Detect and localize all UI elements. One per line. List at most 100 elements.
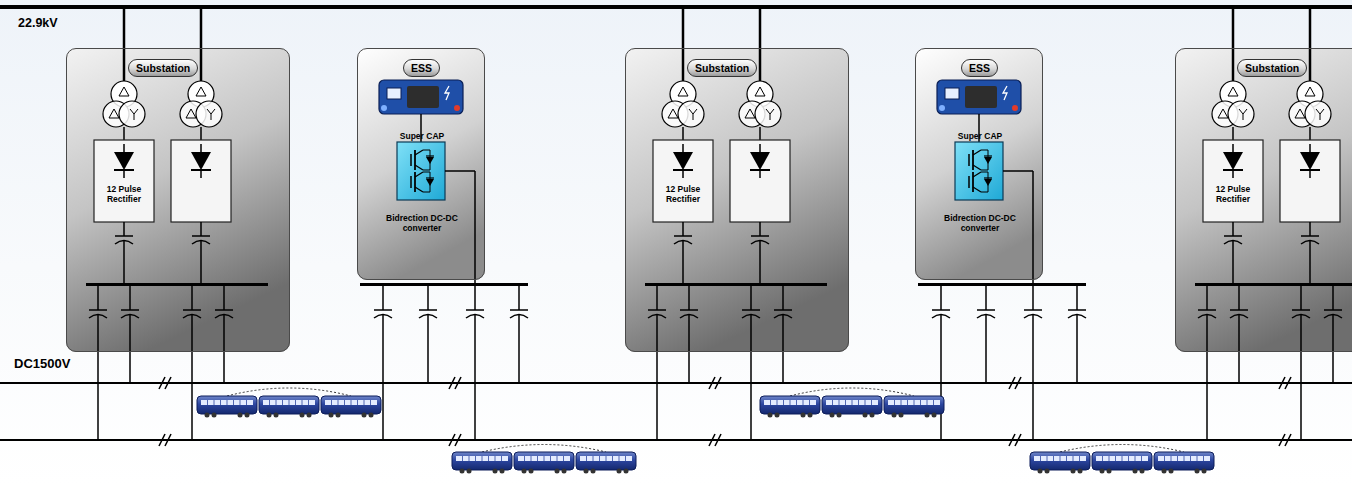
wire [656, 315, 658, 440]
igbt-lead [423, 192, 430, 193]
wire [1206, 285, 1208, 310]
device-caption: Super CAP [938, 131, 1022, 141]
capacitor-plate [466, 309, 484, 311]
wire [382, 285, 384, 310]
window-frame [809, 400, 810, 405]
wire [1076, 285, 1078, 310]
section-break [1285, 434, 1291, 446]
igbt-gate [972, 172, 974, 192]
section-break [1015, 377, 1021, 389]
igbt-lead [988, 172, 989, 192]
window-frame [832, 400, 833, 405]
wheel [205, 413, 210, 418]
wheel [267, 413, 272, 418]
wire [123, 241, 125, 285]
feeder [1309, 9, 1312, 81]
wire [474, 315, 476, 440]
rectifier-box [94, 140, 154, 222]
capacitor-plate [932, 309, 950, 311]
section-break [1285, 377, 1291, 389]
train-car [452, 452, 512, 470]
window-frame [586, 456, 587, 461]
igbt-lead [981, 150, 988, 151]
wheel [617, 469, 622, 474]
dc-bus-bar [86, 283, 268, 286]
substation-box: Substation [1175, 48, 1352, 352]
wheel [775, 413, 780, 418]
substation-ground [625, 48, 849, 352]
wire [750, 285, 752, 310]
substation-ground [1175, 48, 1352, 352]
wheel [1078, 469, 1083, 474]
diode-symbol [1223, 152, 1243, 170]
title-pill: Substation [1237, 59, 1307, 77]
window-frame [1128, 456, 1129, 461]
wheel [591, 469, 596, 474]
wire [1232, 170, 1234, 178]
section-break [709, 434, 715, 446]
window-frame [233, 400, 234, 405]
feeder [200, 9, 203, 81]
dc-rail [0, 439, 1352, 441]
igbt-lead [415, 150, 423, 155]
rectifier-label: 12 Pulse Rectifier [1203, 184, 1263, 204]
wye-winding [130, 109, 138, 120]
wire [129, 285, 131, 310]
ess-ground [357, 48, 485, 280]
window-frame [214, 400, 215, 405]
wire [682, 170, 684, 178]
capacitor-plate [374, 309, 392, 311]
ac-bus [0, 5, 1352, 9]
capacitor-plate [751, 235, 769, 237]
wire [1232, 241, 1234, 285]
wire [123, 127, 125, 140]
wire [1232, 222, 1234, 236]
train-windows [263, 400, 315, 405]
feeder [759, 9, 762, 81]
wire [1232, 144, 1234, 152]
wire [1003, 170, 1033, 172]
window-frame [770, 400, 771, 405]
wire [688, 285, 690, 310]
window-frame [495, 456, 496, 461]
igbt-lead [423, 150, 430, 151]
capacitor-plate [1292, 309, 1310, 311]
wire [759, 144, 761, 152]
wheel [336, 413, 341, 418]
wheel [624, 469, 629, 474]
dc-bus-bar [360, 283, 528, 286]
delta-winding [668, 109, 678, 118]
window-frame [207, 400, 208, 405]
igbt-gate [410, 154, 412, 166]
window-frame [482, 456, 483, 461]
window-frame [227, 400, 228, 405]
train-car [514, 452, 574, 470]
rectifier-box [653, 140, 713, 222]
wire [382, 315, 384, 440]
train-windows [764, 400, 816, 405]
train-car [1154, 452, 1214, 470]
wire [682, 222, 684, 236]
wire [1238, 315, 1240, 383]
dc-bus-bar [1195, 283, 1352, 286]
wire [759, 222, 761, 236]
igbt-gate [410, 176, 412, 188]
window-frame [1102, 456, 1103, 461]
rectifier-label: 12 Pulse Rectifier [94, 184, 154, 204]
converter-box [955, 142, 1003, 200]
wheel [830, 413, 835, 418]
igbt-lead [415, 165, 423, 170]
device-block: Bidrection DC-DC converter [933, 143, 1027, 235]
train-windows [456, 456, 508, 461]
section-break [715, 434, 721, 446]
wire [1309, 222, 1311, 236]
diode-symbol [1300, 152, 1320, 170]
rectifier-box [1280, 140, 1340, 222]
supercap-screen [945, 88, 959, 99]
capacitor-plate [1301, 235, 1319, 237]
section-break [1279, 434, 1285, 446]
capacitor-plate [742, 309, 760, 311]
igbt-lead [430, 172, 431, 192]
transformer-winding [119, 101, 145, 127]
window-frame [894, 400, 895, 405]
